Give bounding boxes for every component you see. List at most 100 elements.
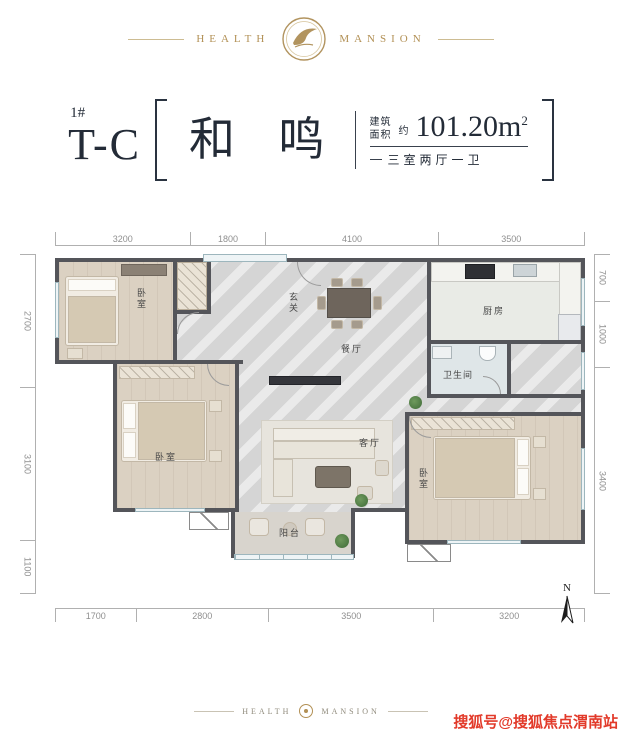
dimension-segment: 3500	[437, 232, 585, 246]
pillow	[517, 439, 529, 466]
dimension-label: 1800	[217, 234, 239, 244]
room-label-living: 客厅	[359, 438, 382, 448]
area-label-line2: 面积	[369, 130, 392, 141]
dimension-label: 3500	[341, 611, 362, 621]
footer-line-right	[387, 710, 428, 712]
area-number: 101.20m	[415, 110, 522, 143]
wall-segment	[113, 360, 117, 512]
dimension-segment: 2800	[135, 608, 269, 622]
approx-label: 约	[398, 126, 409, 137]
dimensions-bottom: 1700 2800 3500 3200	[55, 608, 585, 622]
dimension-label: 1100	[22, 557, 33, 577]
fridge	[558, 314, 581, 341]
nightstand	[209, 400, 222, 412]
dimension-segment: 1100	[20, 539, 35, 594]
footer-word-mansion: MANSION	[321, 706, 380, 716]
lounge-chair	[249, 518, 269, 536]
dimension-segment: 3400	[595, 367, 610, 594]
side-table	[283, 522, 297, 536]
plan-name: 和 鸣	[189, 114, 341, 165]
phoenix-emblem-icon	[281, 16, 327, 62]
kitchen-sink	[513, 264, 537, 277]
nightstand	[533, 488, 546, 500]
plant	[409, 396, 422, 409]
area-superscript: 2	[521, 113, 528, 128]
layout-tick	[369, 159, 382, 160]
footer-word-health: HEALTH	[242, 706, 292, 716]
area-label-line1: 建筑	[369, 117, 392, 128]
dimension-label: 4100	[342, 234, 363, 244]
brand-word-health: HEALTH	[196, 33, 270, 45]
unit-type: T-C	[68, 120, 141, 169]
watermark: 搜狐号@搜狐焦点渭南站	[453, 714, 618, 731]
dining-chair	[373, 296, 382, 310]
wall-segment	[351, 508, 409, 512]
footer-emblem-icon	[299, 704, 314, 718]
window	[581, 448, 585, 510]
brand-line-left	[128, 38, 185, 40]
plant	[355, 494, 368, 507]
left-bracket	[155, 99, 167, 181]
window	[135, 508, 205, 512]
pillow	[123, 432, 136, 458]
blanket	[138, 402, 205, 460]
dimension-label: 1000	[597, 324, 608, 345]
dining-table	[327, 288, 371, 318]
dimension-segment: 3200	[433, 608, 585, 622]
wall-segment	[405, 412, 585, 416]
north-arrow: N	[552, 582, 582, 631]
layout-row: 三室两厅一卫	[369, 147, 528, 168]
window	[55, 282, 59, 338]
room-label-bedroom: 卧室	[155, 452, 178, 462]
room-label-balcony: 阳台	[279, 528, 302, 538]
toilet	[479, 346, 496, 361]
dimension-label: 3200	[112, 234, 133, 244]
header-brand: HEALTH MANSION	[0, 0, 622, 62]
armchair	[375, 460, 389, 476]
footer-brand: HEALTH MANSION	[0, 704, 622, 718]
pillow	[517, 468, 529, 495]
dimension-label: 700	[597, 270, 608, 286]
window	[581, 352, 585, 390]
plan-drawing: 卧室 玄关 餐厅 厨房 卫生间 客厅 卧室 卧室 阳台	[55, 254, 585, 594]
dimension-segment: 3500	[268, 608, 434, 622]
coffee-table	[315, 466, 351, 488]
exterior-mask	[55, 364, 113, 594]
wall-segment	[405, 412, 409, 544]
dimension-label: 3400	[597, 470, 608, 491]
dimension-segment: 2700	[20, 254, 35, 387]
area-row: 建筑 面积 约 101.20m2	[370, 112, 528, 142]
dimensions-top: 3200 1800 4100 3500	[55, 232, 585, 246]
plant	[335, 534, 349, 548]
window	[581, 278, 585, 326]
wall-segment	[351, 508, 355, 558]
dimension-segment: 1000	[595, 300, 610, 368]
unit-code: 1# T-C	[68, 105, 141, 169]
room-label-bedroom: 卧室	[418, 468, 428, 490]
wardrobe	[119, 366, 195, 379]
dining-chair	[351, 320, 363, 329]
wall-segment	[427, 258, 431, 398]
area-label: 建筑 面积	[370, 116, 392, 142]
dimension-segment: 3100	[20, 386, 35, 540]
wardrobe	[411, 417, 515, 430]
room-label-bathroom: 卫生间	[443, 370, 474, 380]
room-label-bedroom: 卧室	[136, 288, 146, 310]
floorplan: 3200 1800 4100 3500 2700 3100 1100 700 1…	[0, 226, 622, 658]
dining-chair	[351, 278, 363, 287]
sofa-chaise	[273, 459, 293, 497]
dresser	[121, 264, 167, 276]
dimension-segment: 700	[595, 254, 610, 301]
closet	[177, 262, 207, 310]
room-label-entry: 玄关	[288, 292, 298, 314]
bay-window	[203, 254, 287, 262]
nightstand	[209, 450, 222, 462]
dimension-label: 1700	[85, 611, 106, 621]
dimension-label: 2700	[22, 310, 33, 331]
blanket	[68, 296, 116, 343]
wall-segment	[55, 360, 243, 364]
dining-chair	[331, 320, 343, 329]
wall-segment	[581, 258, 585, 544]
dimensions-right: 700 1000 3400	[594, 254, 610, 594]
